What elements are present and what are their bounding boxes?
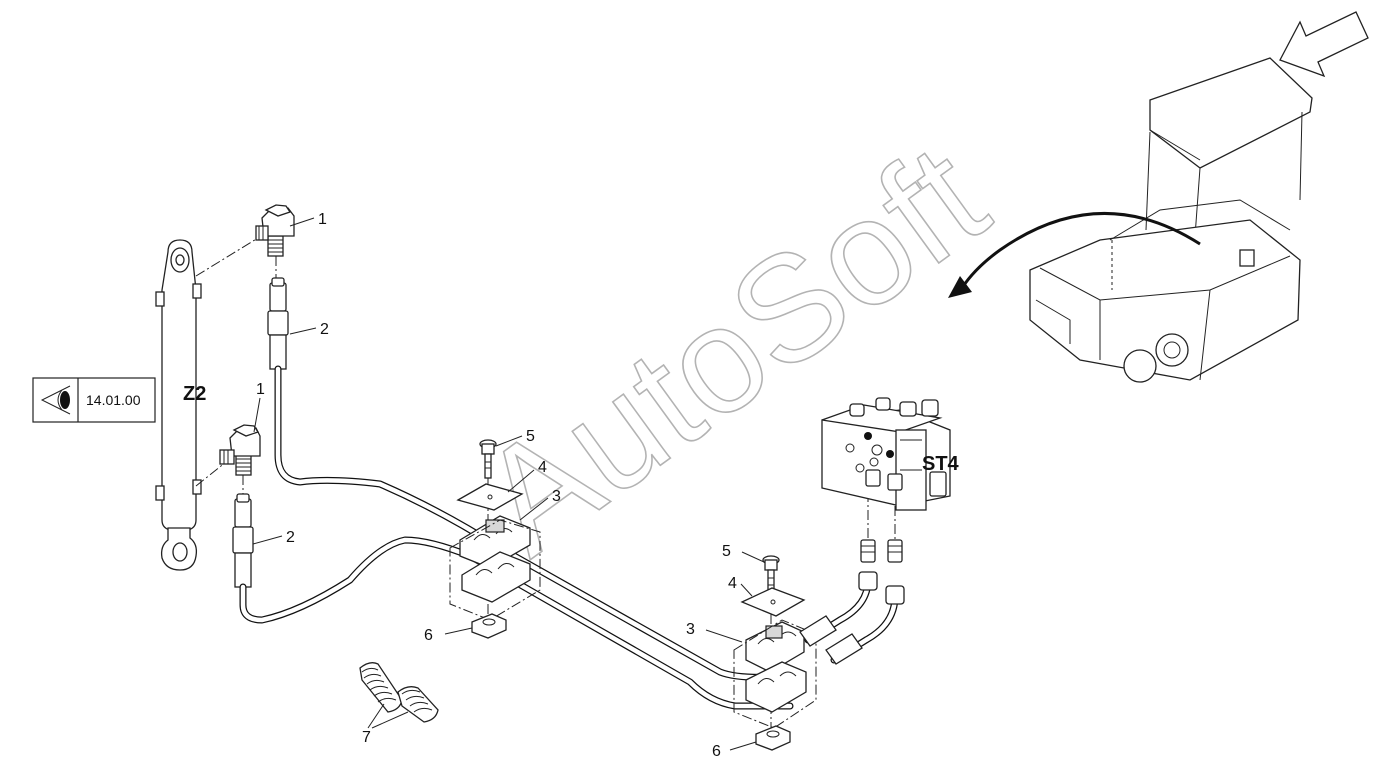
callout-2-upper: 2: [320, 321, 329, 338]
protective-sleeve-a: [359, 662, 403, 713]
clamp-3-lower: [733, 619, 817, 729]
callout-4-lower: 4: [728, 575, 737, 592]
clamp-3-upper: [449, 515, 541, 621]
control-valve-st4: ST4: [821, 397, 960, 511]
callout-3-upper: 3: [552, 488, 561, 505]
elbow-hose-right: [825, 585, 905, 665]
callout-6-upper: 6: [424, 627, 433, 644]
clamp-nut-6-upper: [471, 613, 507, 639]
bolt-5-upper: [479, 439, 497, 479]
hose-fitting-lower: [232, 493, 254, 588]
view-direction-arrow-icon: [1279, 11, 1369, 78]
protective-sleeve-b: [397, 686, 439, 723]
label-z2: Z2: [183, 383, 206, 405]
reference-number: 14.01.00: [86, 392, 141, 408]
hydraulic-hose-2: [239, 536, 794, 710]
callout-3-lower: 3: [686, 621, 695, 638]
callout-1-lower: 1: [256, 381, 265, 398]
callout-7: 7: [362, 729, 371, 746]
hose-fitting-upper: [267, 277, 289, 370]
elbow-hose-left: [799, 571, 878, 647]
valve-adapter-left: [860, 539, 876, 563]
clamp-plate-4-upper: [456, 483, 524, 511]
callout-6-lower: 6: [712, 743, 721, 760]
banjo-fitting-lower: [219, 424, 261, 476]
paving-machine-overview: [1029, 57, 1313, 383]
location-arrow-icon: [948, 212, 1201, 298]
hydraulic-hose-1: [274, 365, 794, 681]
callout-5-upper: 5: [526, 428, 535, 445]
reference-view-box: 14.01.00: [32, 377, 156, 423]
clamp-plate-4-lower: [740, 587, 806, 617]
callout-1-upper: 1: [318, 211, 327, 228]
watermark: AutoSoft: [450, 112, 1014, 586]
callout-2-lower: 2: [286, 529, 295, 546]
clamp-nut-6-lower: [755, 725, 791, 751]
label-st4: ST4: [922, 453, 960, 475]
eye-icon: [40, 385, 71, 415]
hydraulic-cylinder-z2: Z2: [155, 239, 206, 571]
banjo-fitting-upper: [255, 204, 295, 257]
valve-adapter-right: [887, 539, 903, 563]
callout-5-lower: 5: [722, 543, 731, 560]
callout-4-upper: 4: [538, 459, 547, 476]
